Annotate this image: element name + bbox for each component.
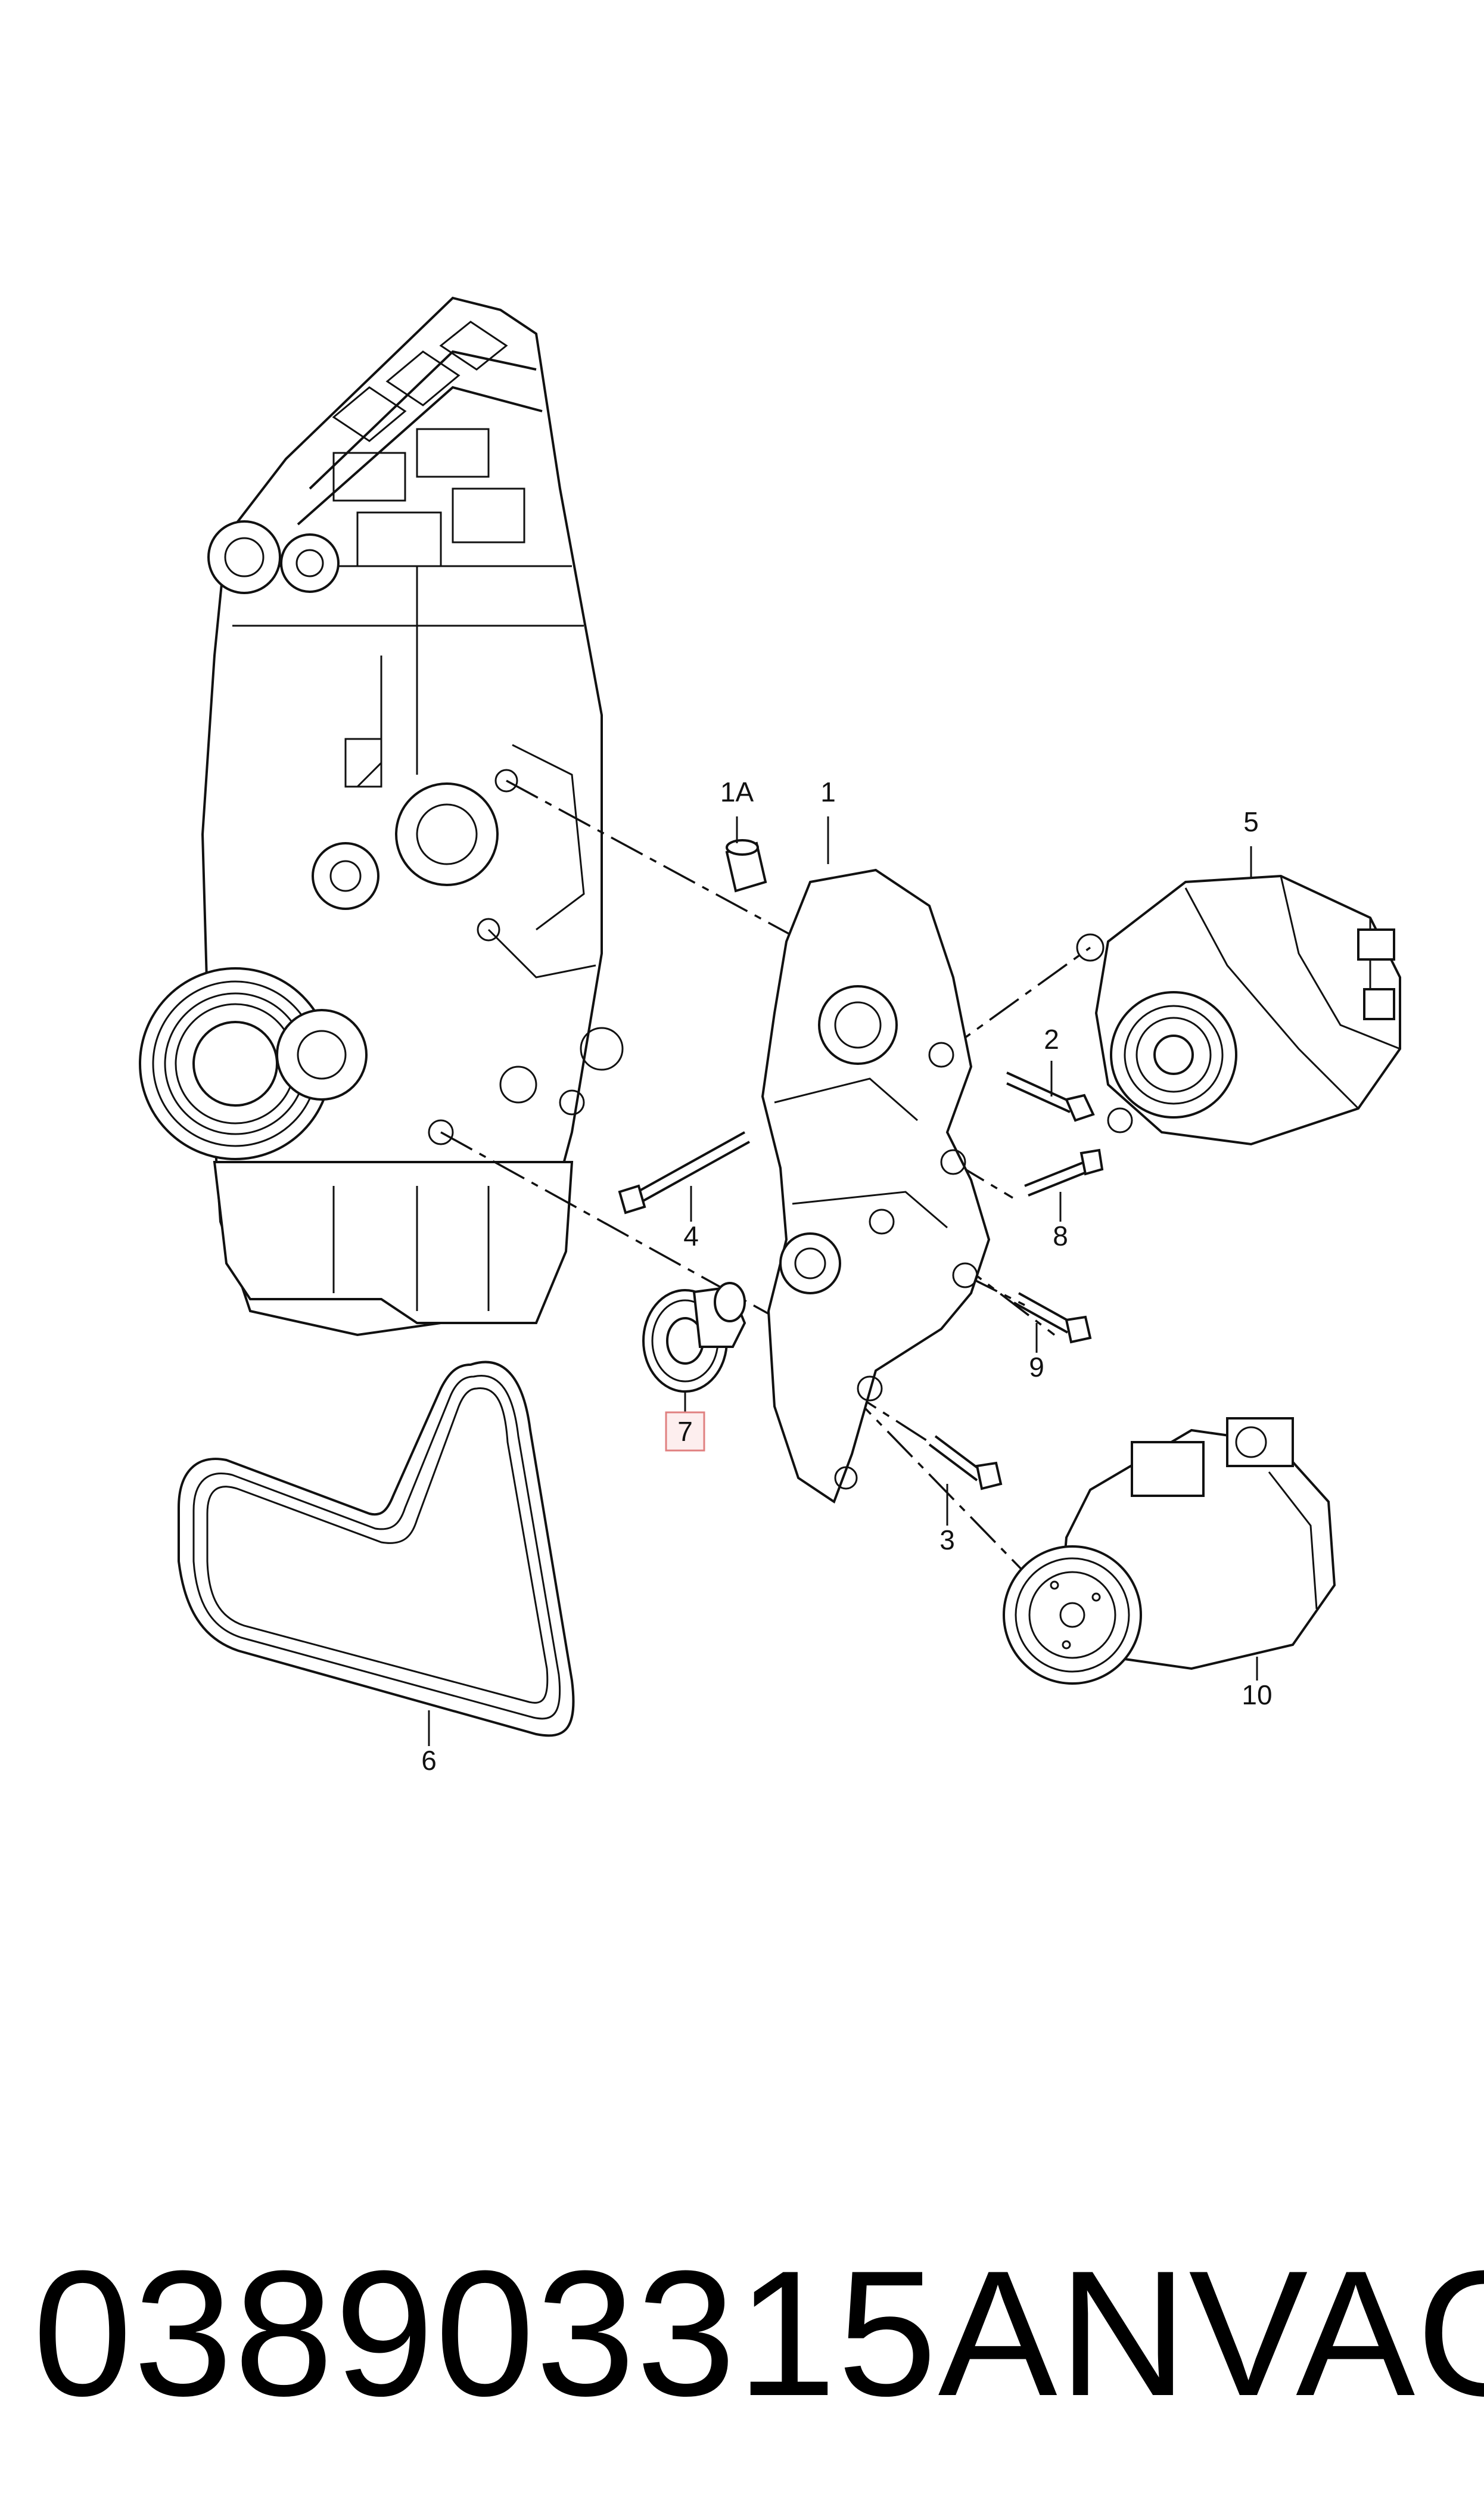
callout-10: 10	[1242, 1679, 1272, 1710]
caption-bar: 038903315AN VAG	[33, 2233, 1484, 2433]
ribbed-v-belt	[178, 1361, 575, 1737]
exploded-parts-diagram: 1A 1 5 2 8 4 9 3 10 6 7	[139, 296, 1401, 1776]
tensioner-pulley	[642, 1282, 746, 1393]
callout-6: 6	[421, 1745, 437, 1776]
callout-8: 8	[1053, 1220, 1068, 1251]
alternator	[1076, 874, 1401, 1146]
callout-7: 7	[677, 1416, 693, 1447]
callout-5: 5	[1243, 806, 1259, 837]
callout-4: 4	[683, 1220, 699, 1251]
engine-block	[139, 296, 624, 1337]
brand-name: VAG	[1189, 2233, 1484, 2433]
bolt-3	[928, 1435, 1003, 1490]
part-number: 038903315AN	[33, 2233, 1189, 2433]
bolt-2	[1006, 1071, 1095, 1122]
bolt-4	[618, 1131, 750, 1215]
leader-lines	[428, 816, 1258, 1746]
ac-compressor	[1003, 1417, 1336, 1685]
sleeve-part	[725, 839, 767, 893]
bolt-8	[1024, 1148, 1104, 1197]
callout-9: 9	[1029, 1352, 1044, 1383]
bolt-9	[1013, 1292, 1092, 1344]
callout-3: 3	[939, 1524, 955, 1555]
callout-1: 1	[820, 776, 836, 807]
callout-7-highlight: 7	[665, 1411, 705, 1452]
callout-2: 2	[1044, 1024, 1059, 1055]
callout-1a: 1A	[720, 776, 754, 807]
mounting-bracket	[761, 868, 991, 1504]
